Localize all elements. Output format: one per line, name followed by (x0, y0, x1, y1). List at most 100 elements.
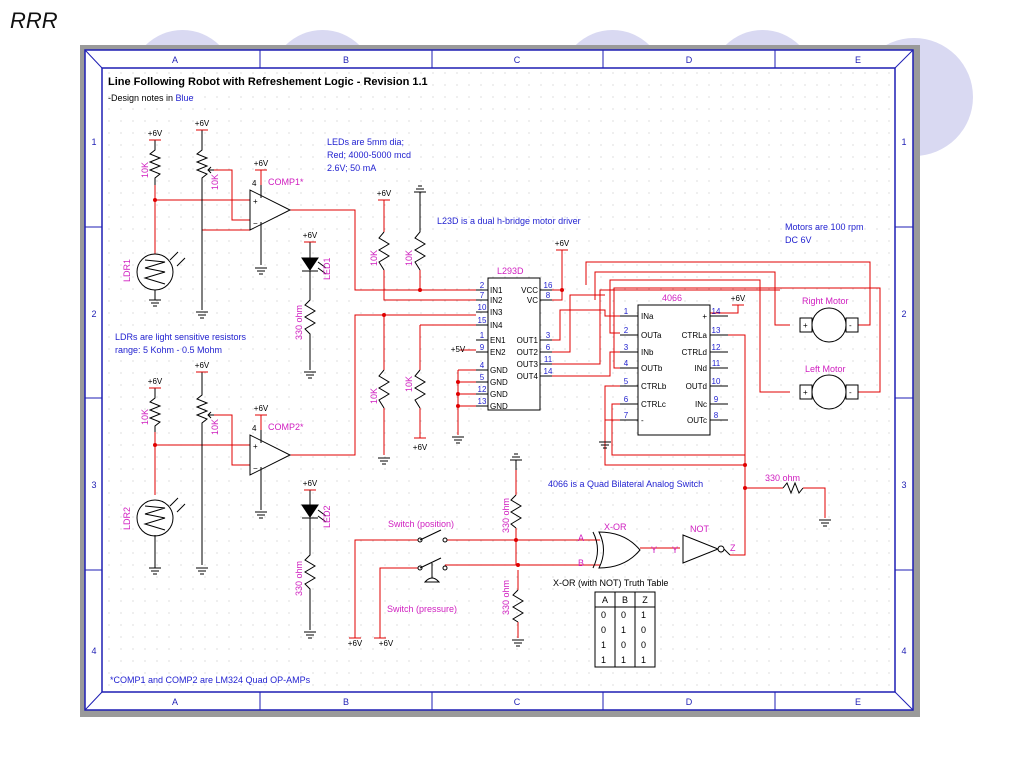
col-label-bottom-c: C (514, 697, 521, 707)
row-label-left-1: 1 (91, 137, 96, 147)
resistor-10k-3 (148, 388, 162, 432)
comp1-opamp (249, 189, 292, 231)
note-opamps: *COMP1 and COMP2 are LM324 Quad OP-AMPs (110, 675, 311, 685)
power-6v-label: +6V (303, 479, 318, 488)
left-motor (799, 374, 859, 410)
cd4066-chip (637, 304, 711, 436)
cd4066-pin-number: 2 (624, 326, 629, 335)
not-label: NOT (690, 524, 710, 534)
l293d-pin-number: 1 (480, 331, 485, 340)
l293d-pin-name: GND (490, 378, 508, 387)
l293d-pin-number: 12 (478, 385, 487, 394)
truth-table-cell: 0 (621, 610, 626, 620)
resistor-label: 330 ohm (294, 561, 304, 596)
l293d-pin-number: 13 (478, 397, 487, 406)
l293d-pin-name: OUT2 (517, 348, 539, 357)
l293d-pin-number: 7 (480, 291, 485, 300)
gate-pin-y-in: Y (672, 545, 678, 555)
l293d-pin-name: GND (490, 390, 508, 399)
switch-position (417, 529, 448, 543)
power-6v-label: +6V (555, 239, 570, 248)
cd4066-pin-name: - (641, 416, 644, 425)
cd4066-pin-name: CTRLc (641, 400, 666, 409)
comp2-plus: + (253, 442, 258, 451)
switch-pressure (417, 557, 448, 583)
power-6v-label: +6V (731, 294, 746, 303)
cd4066-pin-name: OUTb (641, 364, 663, 373)
l293d-pin-name: EN2 (490, 348, 506, 357)
gate-pin-b: B (578, 558, 584, 568)
l293d-pin-number: 4 (480, 361, 485, 370)
design-note: -Design notes in Blue (108, 93, 194, 103)
col-label-top-d: D (686, 55, 693, 65)
resistor-label: 10K (369, 388, 379, 404)
cd4066-pin-number: 7 (624, 411, 629, 420)
cd4066-pin-name: INa (641, 312, 654, 321)
col-label-top-b: B (343, 55, 349, 65)
col-label-bottom-b: B (343, 697, 349, 707)
comp2-minus: − (253, 464, 258, 473)
comp1-label: COMP1* (268, 177, 304, 187)
l293d-pin-name: IN2 (490, 296, 503, 305)
resistor-label: 10K (404, 250, 414, 266)
l293d-pin-name: EN1 (490, 336, 506, 345)
comp2-opamp (249, 434, 292, 476)
note-leds-2: Red; 4000-5000 mcd (327, 150, 411, 160)
design-note-blue: Blue (176, 93, 194, 103)
power-6v-label: +6V (413, 443, 428, 452)
ldr1-label: LDR1 (122, 259, 132, 282)
motor-terminal-minus: - (849, 388, 852, 397)
comp1-plus: + (253, 197, 258, 206)
col-label-bottom-d: D (686, 697, 693, 707)
cd4066-pin-number: 8 (714, 411, 719, 420)
cd4066-pin-name: OUTa (641, 331, 662, 340)
l293d-chip (487, 277, 541, 411)
row-label-left-4: 4 (91, 646, 96, 656)
potentiometer-2 (195, 372, 209, 565)
truth-table-cell: 1 (641, 655, 646, 665)
cd4066-pin-name: INb (641, 348, 654, 357)
l293d-pin-name: OUT1 (517, 336, 539, 345)
resistor-label: 10K (210, 419, 220, 435)
cd4066-pin-number: 13 (712, 326, 721, 335)
potentiometer-1 (195, 130, 209, 310)
resistor-330-b (512, 589, 524, 623)
power-6v-label: +6V (303, 231, 318, 240)
power-6v-label: +6V (348, 639, 363, 648)
row-label-right-3: 3 (901, 480, 906, 490)
l293d-name: L293D (497, 266, 524, 276)
cd4066-pin-number: 4 (624, 359, 629, 368)
col-label-bottom-e: E (855, 697, 861, 707)
l293d-pin-number: 8 (546, 291, 551, 300)
led1-label: LED1 (322, 257, 332, 280)
comp2-label: COMP2* (268, 422, 304, 432)
l293d-pin-number: 11 (544, 355, 553, 364)
truth-table-cell: 0 (641, 640, 646, 650)
l293d-pin-name: IN3 (490, 308, 503, 317)
l293d-pin-name: OUT3 (517, 360, 539, 369)
motor-terminal-plus: + (803, 321, 808, 330)
gate-pin-z: Z (730, 543, 736, 553)
cd4066-pin-number: 3 (624, 343, 629, 352)
l293d-pin-number: 14 (544, 367, 553, 376)
truth-table-header: B (622, 595, 628, 605)
cd4066-name: 4066 (662, 293, 682, 303)
truth-table-header: Z (642, 595, 648, 605)
led2 (301, 490, 327, 630)
xor-label: X-OR (604, 522, 627, 532)
cd4066-pin-number: 14 (712, 307, 721, 316)
resistor-label: 330 ohm (294, 305, 304, 340)
switch-pressure-label: Switch (pressure) (387, 604, 457, 614)
l293d-pin-name: IN1 (490, 286, 503, 295)
comp1-unit: 4 (252, 179, 257, 188)
power-6v-label: +6V (254, 159, 269, 168)
l293d-pin-number: 16 (544, 281, 553, 290)
resistor-label: 10K (210, 174, 220, 190)
cd4066-pin-name: INc (695, 400, 707, 409)
cd4066-pin-number: 10 (712, 377, 721, 386)
truth-table-cell: 0 (621, 640, 626, 650)
truth-table-cell: 0 (601, 610, 606, 620)
resistor-330-gnd (782, 481, 804, 495)
